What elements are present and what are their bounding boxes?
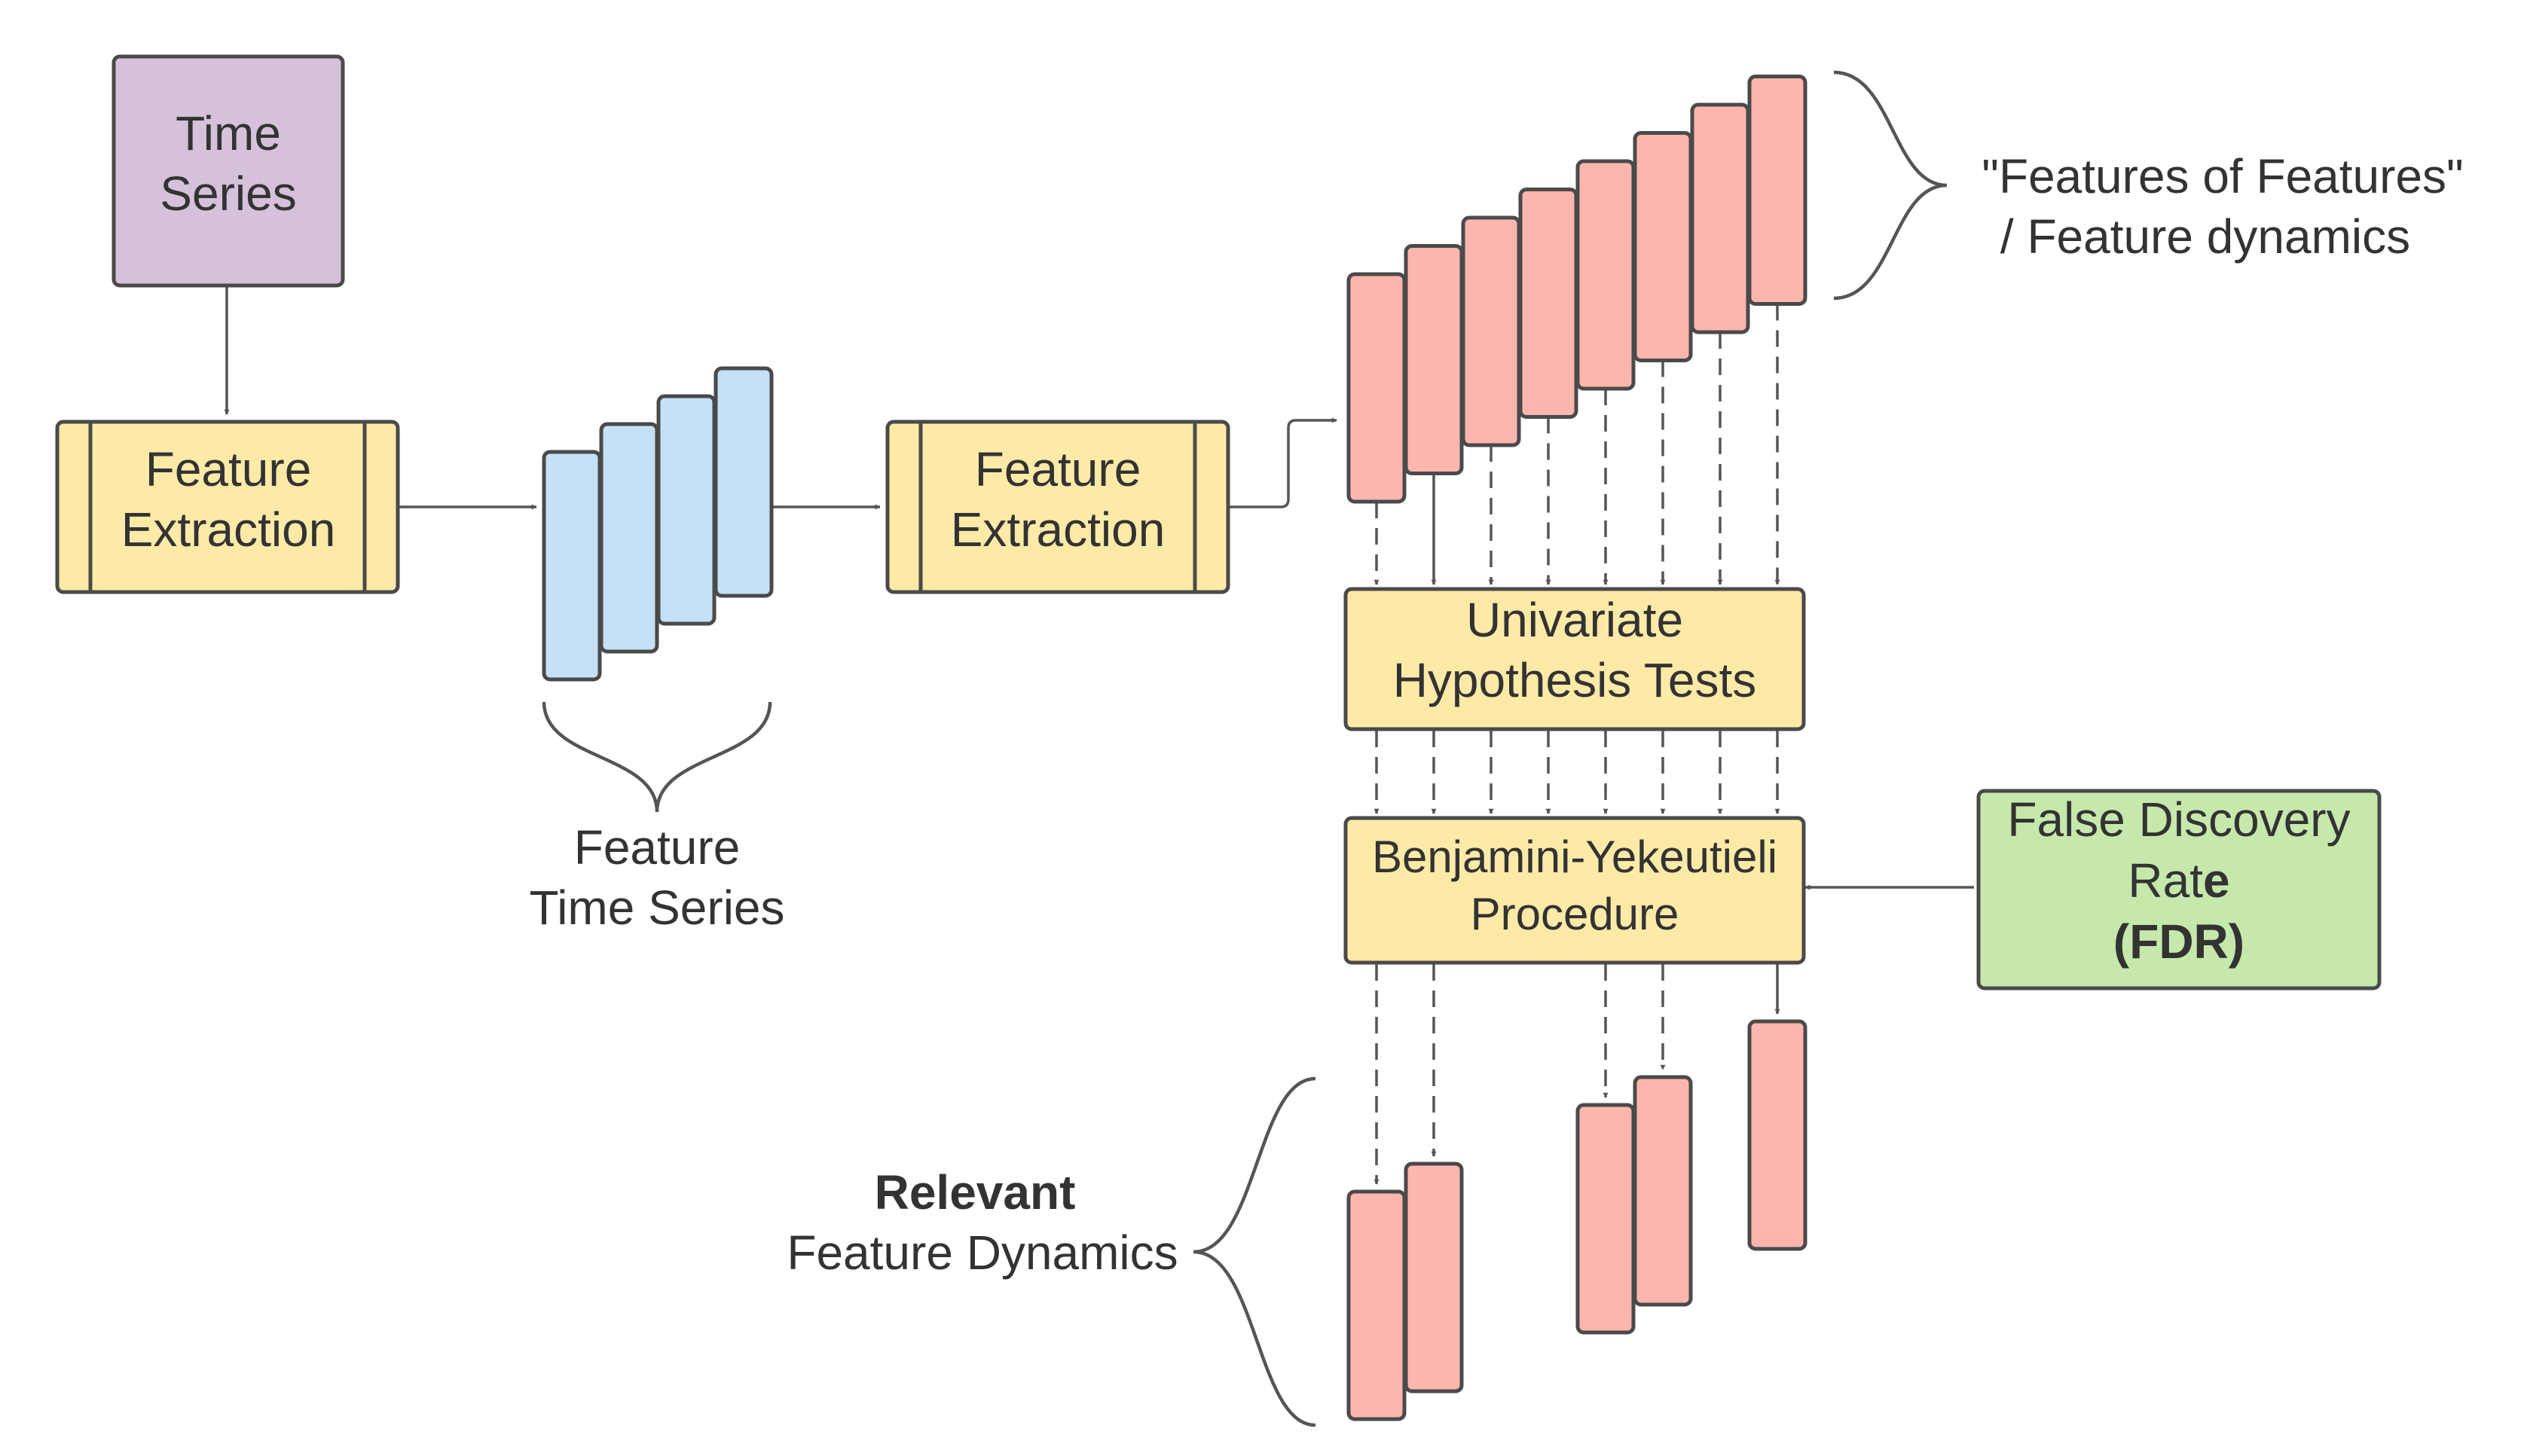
- feature-time-series-bar: [599, 422, 659, 654]
- features-of-features-label-line2: / Feature dynamics: [2000, 209, 2410, 264]
- feature-extraction-2-label-line1: Feature: [975, 442, 1141, 496]
- feature-time-series-brace: [542, 701, 772, 813]
- by-procedure-label-line2: Procedure: [1471, 889, 1679, 939]
- fdr-label-line3: (FDR): [2113, 914, 2244, 969]
- feature-extraction-box-2: [885, 420, 1230, 594]
- feature-time-series-bar: [542, 450, 602, 682]
- relevant-feature-dynamics-bar: [1633, 1075, 1693, 1307]
- connectors: [224, 286, 1974, 890]
- feature-extraction-box-1: [55, 420, 400, 594]
- relevant-feature-dynamics-bars: [1346, 1019, 1807, 1421]
- feature-dynamics-brace: [1833, 70, 1948, 301]
- feature-dynamics-bars: [1346, 75, 1807, 504]
- feature-time-series-bar: [656, 394, 717, 626]
- features-of-features-label-line1: "Features of Features": [1982, 149, 2464, 203]
- fdr-node: False Discovery Rate (FDR): [1976, 789, 2382, 991]
- feature-extraction-1-label-line2: Extraction: [121, 502, 336, 557]
- relevant-label-line1: Relevant: [875, 1165, 1076, 1219]
- feature-dynamics-bar: [1518, 188, 1578, 419]
- by-procedure-label-line1: Benjamini-Yekeutieli: [1372, 832, 1777, 882]
- time-series-node: Time Series: [112, 54, 345, 288]
- fdr-label-line1: False Discovery: [2007, 792, 2350, 847]
- fdr-label-line2: Rate: [2128, 853, 2229, 908]
- feature-time-series-label-line2: Time Series: [529, 881, 784, 935]
- fdr-label-line2-part1: Rat: [2128, 853, 2203, 908]
- feature-extraction-1-label-line1: Feature: [145, 442, 312, 496]
- hypothesis-tests-node: Univariate Hypothesis Tests: [1343, 587, 1806, 731]
- feature-time-series-bars: [542, 366, 774, 682]
- time-series-box: [112, 54, 345, 288]
- feature-dynamics-bar: [1633, 131, 1693, 362]
- time-series-label-line2: Series: [160, 166, 296, 221]
- feature-dynamics-bar: [1690, 102, 1750, 334]
- feature-extraction-2-label-line2: Extraction: [951, 502, 1166, 557]
- hypothesis-tests-box: [1343, 587, 1806, 731]
- feature-dynamics-bar: [1747, 75, 1807, 306]
- dashed-arrows: [1374, 304, 1780, 1185]
- relevant-brace: [1193, 1076, 1316, 1427]
- feature-time-series-bar: [713, 366, 774, 598]
- by-procedure-node: Benjamini-Yekeutieli Procedure: [1343, 816, 1806, 965]
- by-procedure-box: [1343, 816, 1806, 965]
- fdr-box: [1976, 789, 2382, 991]
- relevant-feature-dynamics-bar: [1747, 1019, 1807, 1251]
- hypothesis-tests-label-line2: Hypothesis Tests: [1393, 653, 1757, 707]
- arrow-extraction-to-feature-dynamics: [1228, 417, 1337, 508]
- feature-extraction-node-2: Feature Extraction: [885, 420, 1230, 594]
- feature-dynamics-bar: [1346, 272, 1407, 504]
- feature-dynamics-bar: [1404, 244, 1464, 475]
- hypothesis-tests-label-line1: Univariate: [1466, 593, 1683, 647]
- fdr-label-line2-part2: e: [2203, 853, 2230, 908]
- feature-dynamics-bar: [1461, 215, 1521, 447]
- relevant-feature-dynamics-bar: [1575, 1103, 1636, 1335]
- relevant-feature-dynamics-bar: [1346, 1189, 1407, 1421]
- relevant-label-line2: Feature Dynamics: [787, 1226, 1178, 1280]
- relevant-feature-dynamics-bar: [1404, 1161, 1464, 1393]
- feature-dynamics-bar: [1575, 159, 1636, 391]
- feature-time-series-label-line1: Feature: [574, 820, 741, 875]
- feature-extraction-node-1: Feature Extraction: [55, 420, 400, 594]
- time-series-label-line1: Time: [176, 106, 281, 160]
